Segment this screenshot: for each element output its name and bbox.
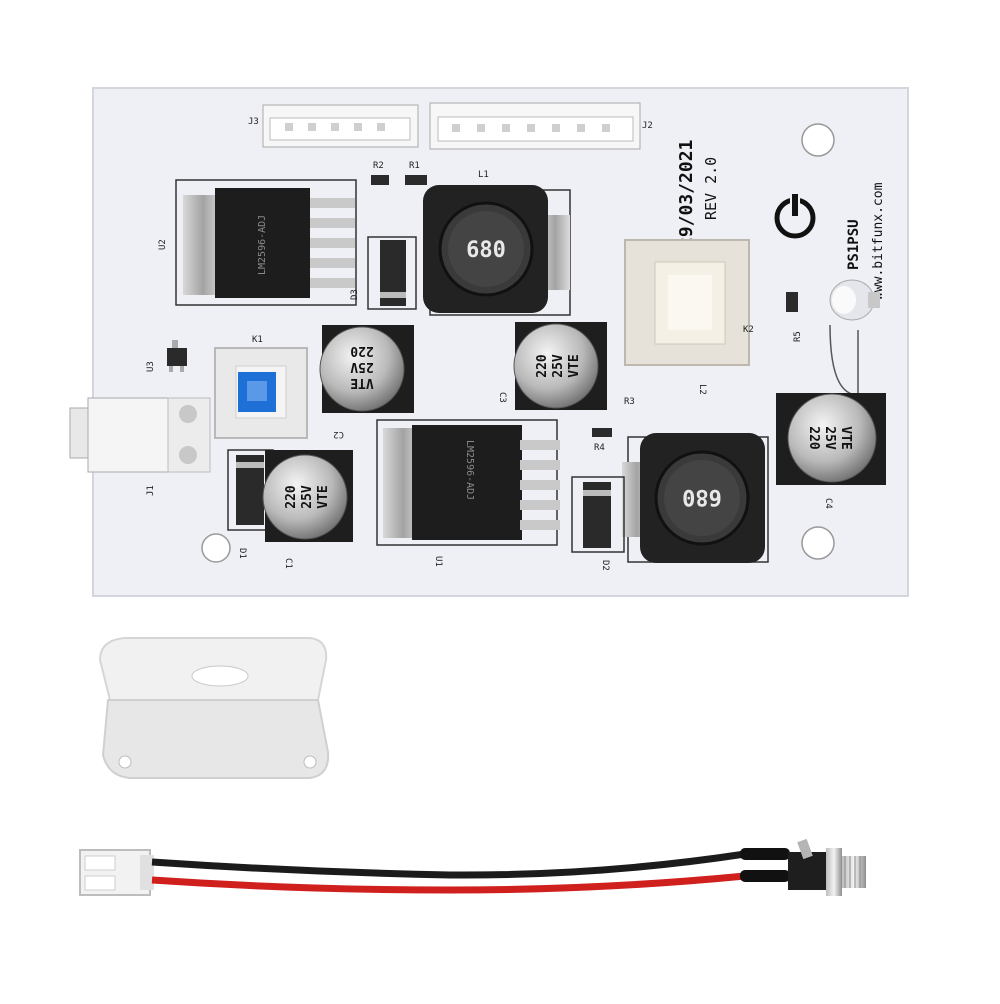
inductor-l2: 680 L2: [622, 384, 769, 563]
label-l2: L2: [697, 384, 707, 395]
capacitor-c2: VTE 25V 220 C2: [319, 325, 414, 439]
mounting-hole: [201, 533, 231, 563]
diode-d1: D1: [227, 449, 274, 559]
label-c4: C4: [823, 498, 833, 509]
label-c3: C3: [497, 392, 507, 403]
inductor-l1: 680 L1: [423, 170, 571, 316]
svg-text:25V: 25V: [300, 485, 315, 509]
u1-part-text: LM2596-ADJ: [464, 440, 475, 500]
label-d1: D1: [237, 548, 247, 559]
label-d2: D2: [600, 560, 610, 571]
power-logo-icon: [774, 192, 816, 239]
resistors-r3-r4: R3 R4: [592, 397, 635, 453]
l1-value: 680: [466, 238, 506, 263]
heatshrink: [740, 870, 790, 882]
heatshrink: [740, 848, 790, 860]
label-j1: J1: [146, 485, 156, 496]
diode-d3: D3: [350, 236, 417, 310]
connector-j2: J2: [429, 102, 653, 150]
label-r2: R2: [373, 161, 384, 171]
label-r5: R5: [793, 331, 803, 342]
label-k2: K2: [743, 325, 754, 335]
board-name: PS1PSU: [846, 219, 862, 270]
dc-jack: [788, 838, 866, 896]
board-silkscreen-text: 29/03/2021 REV 2.0 PS1PSU www.bitfunx.co…: [676, 140, 886, 300]
board-website: www.bitfunx.com: [871, 182, 886, 300]
connector-j3: J3: [248, 104, 419, 148]
label-c1: C1: [283, 558, 293, 569]
label-u3: U3: [146, 361, 156, 372]
switch-k2: K2: [624, 239, 754, 366]
svg-text:220: 220: [535, 354, 550, 378]
capacitor-c3: 220 25V VTE C3: [497, 322, 607, 410]
label-u1: U1: [433, 556, 443, 567]
led-and-r5: R5: [786, 279, 880, 396]
svg-text:VTE: VTE: [350, 375, 373, 390]
board-date: 29/03/2021: [676, 140, 697, 248]
label-d3: D3: [350, 289, 360, 300]
diode-d2: D2: [571, 476, 625, 571]
power-cable: [79, 838, 866, 896]
svg-text:25V: 25V: [551, 354, 566, 378]
resistors-r1-r2: R2 R1: [371, 161, 427, 185]
label-k1: K1: [252, 335, 263, 345]
label-u2: U2: [158, 239, 168, 250]
capacitor-c4: VTE 25V 220 C4: [776, 393, 886, 509]
label-c2: C2: [333, 429, 344, 439]
label-j3: J3: [248, 117, 259, 127]
mounting-hole: [801, 526, 835, 560]
svg-text:VTE: VTE: [567, 354, 582, 377]
switch-k1: K1: [214, 335, 308, 439]
mounting-hole: [801, 123, 835, 157]
u2-part-text: LM2596-ADJ: [257, 215, 268, 275]
connector-j1: J1: [69, 397, 211, 496]
l2-value: 680: [682, 484, 722, 509]
mounting-bracket: [98, 637, 330, 779]
svg-text:25V: 25V: [822, 426, 837, 450]
red-wire: [151, 872, 746, 894]
label-r1: R1: [409, 161, 420, 171]
svg-text:VTE: VTE: [316, 485, 331, 508]
transistor-u3: U3: [146, 340, 187, 372]
regulator-u2: LM2596-ADJ U2: [158, 179, 357, 306]
jst-plug: [79, 849, 154, 896]
regulator-u1: LM2596-ADJ U1: [376, 419, 560, 567]
capacitor-c1: 220 25V VTE C1: [262, 450, 353, 569]
svg-text:220: 220: [806, 426, 821, 450]
label-r3: R3: [624, 397, 635, 407]
label-j2: J2: [642, 121, 653, 131]
svg-text:VTE: VTE: [838, 426, 853, 449]
board-revision: REV 2.0: [702, 157, 720, 220]
svg-text:220: 220: [350, 343, 374, 358]
black-wire: [151, 850, 746, 879]
label-r4: R4: [594, 443, 605, 453]
svg-text:25V: 25V: [350, 359, 374, 374]
label-l1: L1: [478, 170, 489, 180]
svg-text:220: 220: [284, 485, 299, 509]
